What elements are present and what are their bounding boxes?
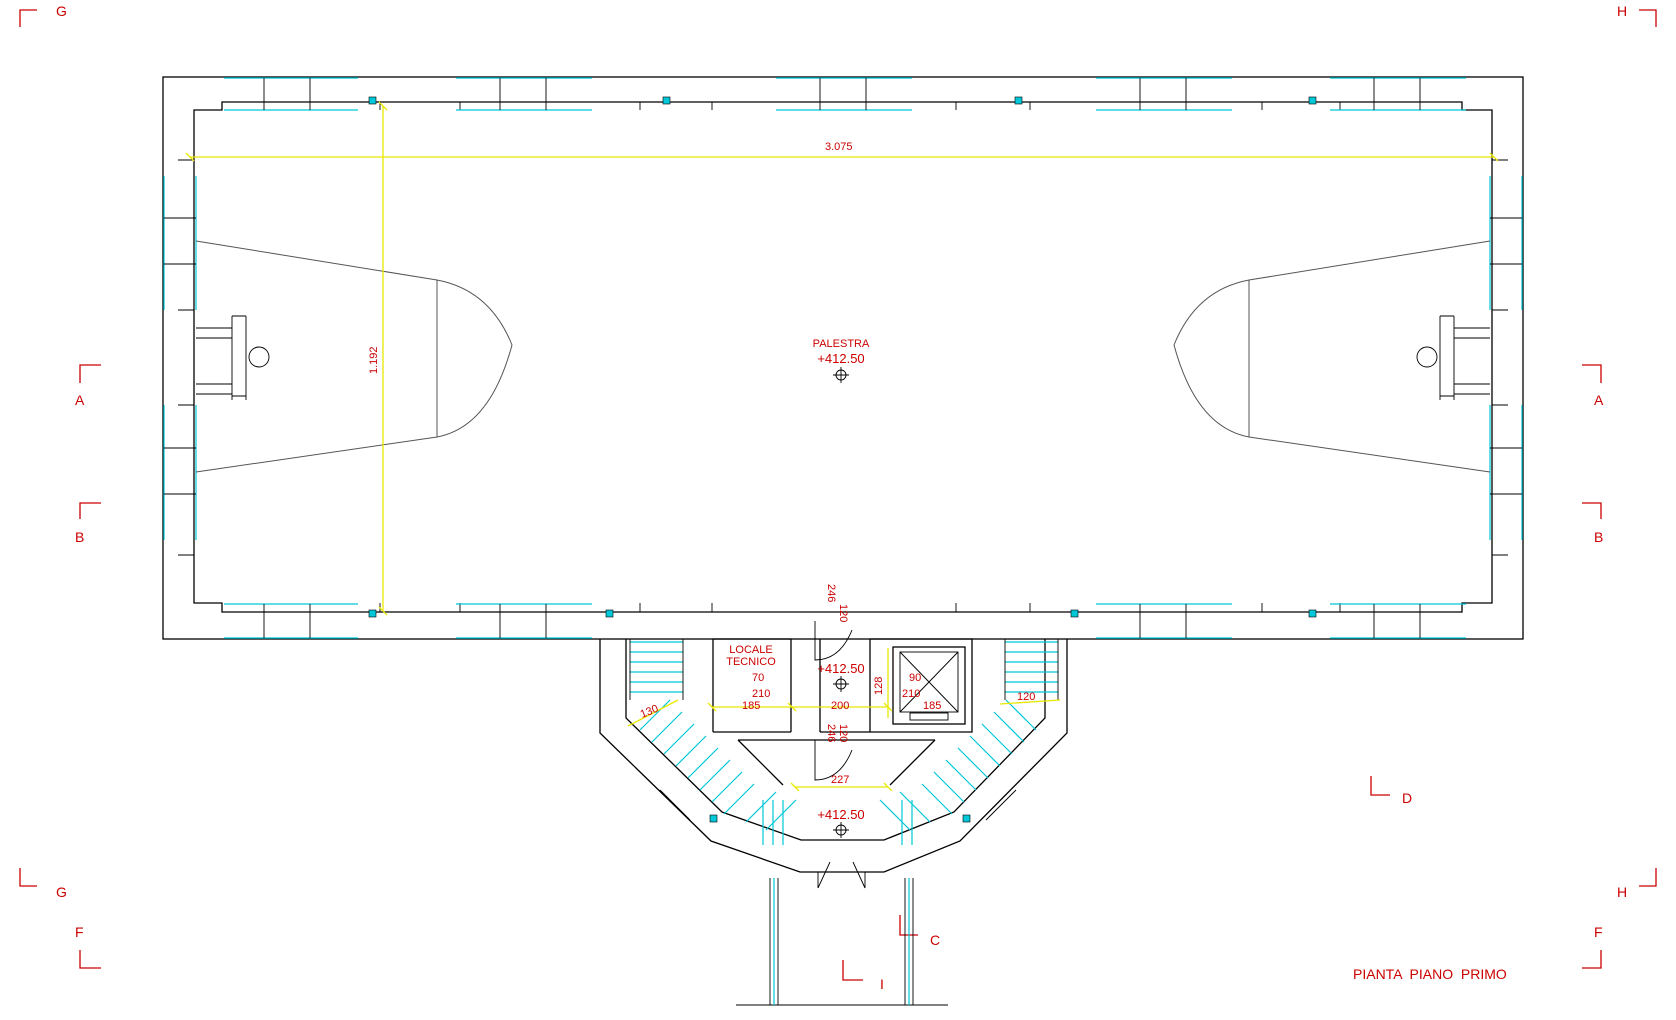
dim-door-bot-b: 246 xyxy=(825,724,837,742)
dim-hall-depth: 128 xyxy=(873,677,885,695)
section-label-g-top: G xyxy=(56,3,67,19)
dim-gym-length: 3.075 xyxy=(825,141,853,153)
dim-stair-right: 120 xyxy=(1017,691,1035,703)
dim-stair-left: 130 xyxy=(639,703,661,721)
section-label-f-right: F xyxy=(1594,924,1603,940)
dim-tech-width: 185 xyxy=(742,700,760,712)
section-markers: G H A A B B G H F F C D I xyxy=(19,3,1657,992)
section-label-i: I xyxy=(880,976,884,992)
dim-hall-width: 200 xyxy=(831,700,849,712)
dim-door-bot-a: 120 xyxy=(837,724,849,742)
section-label-b-right: B xyxy=(1594,529,1603,545)
section-label-b-left: B xyxy=(75,529,84,545)
gym-windows xyxy=(163,77,1523,639)
section-label-h-top: H xyxy=(1617,3,1627,19)
stairs xyxy=(629,639,1059,845)
dim-lift-door-w: 90 xyxy=(909,672,921,684)
dim-door-top-a: 120 xyxy=(837,604,849,622)
gym-room-label: PALESTRA +412.50 xyxy=(813,338,870,383)
dim-door-top-b: 246 xyxy=(825,584,837,602)
annex-walls xyxy=(599,621,1068,1006)
dim-gym-width: 1.192 xyxy=(368,346,380,374)
annex-dimensions: 120 246 120 246 128 70 210 185 200 90 21… xyxy=(627,584,1061,792)
annex-room-labels: LOCALE TECNICO +412.50 +412.50 xyxy=(726,644,865,838)
section-label-f-left: F xyxy=(75,924,84,940)
room-name-tech-line2: TECNICO xyxy=(726,656,776,668)
section-label-c: C xyxy=(930,932,940,948)
room-name-tech-line1: LOCALE xyxy=(729,644,772,656)
room-level-entry: +412.50 xyxy=(817,807,864,822)
dim-lift-door-h: 210 xyxy=(902,688,920,700)
room-level-hall: +412.50 xyxy=(817,661,864,676)
gym-dimensions: 3.075 1.192 xyxy=(185,101,1499,616)
room-level-palestra: +412.50 xyxy=(817,351,864,366)
section-label-d: D xyxy=(1402,790,1412,806)
dim-lift-width: 185 xyxy=(923,700,941,712)
room-name-palestra: PALESTRA xyxy=(813,338,870,350)
drawing-title: PIANTA PIANO PRIMO xyxy=(1353,966,1507,982)
dim-tech-door-w: 70 xyxy=(752,672,764,684)
section-label-g-bottom: G xyxy=(56,884,67,900)
section-label-a-right: A xyxy=(1594,392,1604,408)
dim-tech-door-h: 210 xyxy=(752,688,770,700)
dim-landing: 227 xyxy=(831,774,849,786)
section-label-a-left: A xyxy=(75,392,85,408)
basketball-court xyxy=(195,240,1491,473)
section-label-h-bottom: H xyxy=(1617,884,1627,900)
